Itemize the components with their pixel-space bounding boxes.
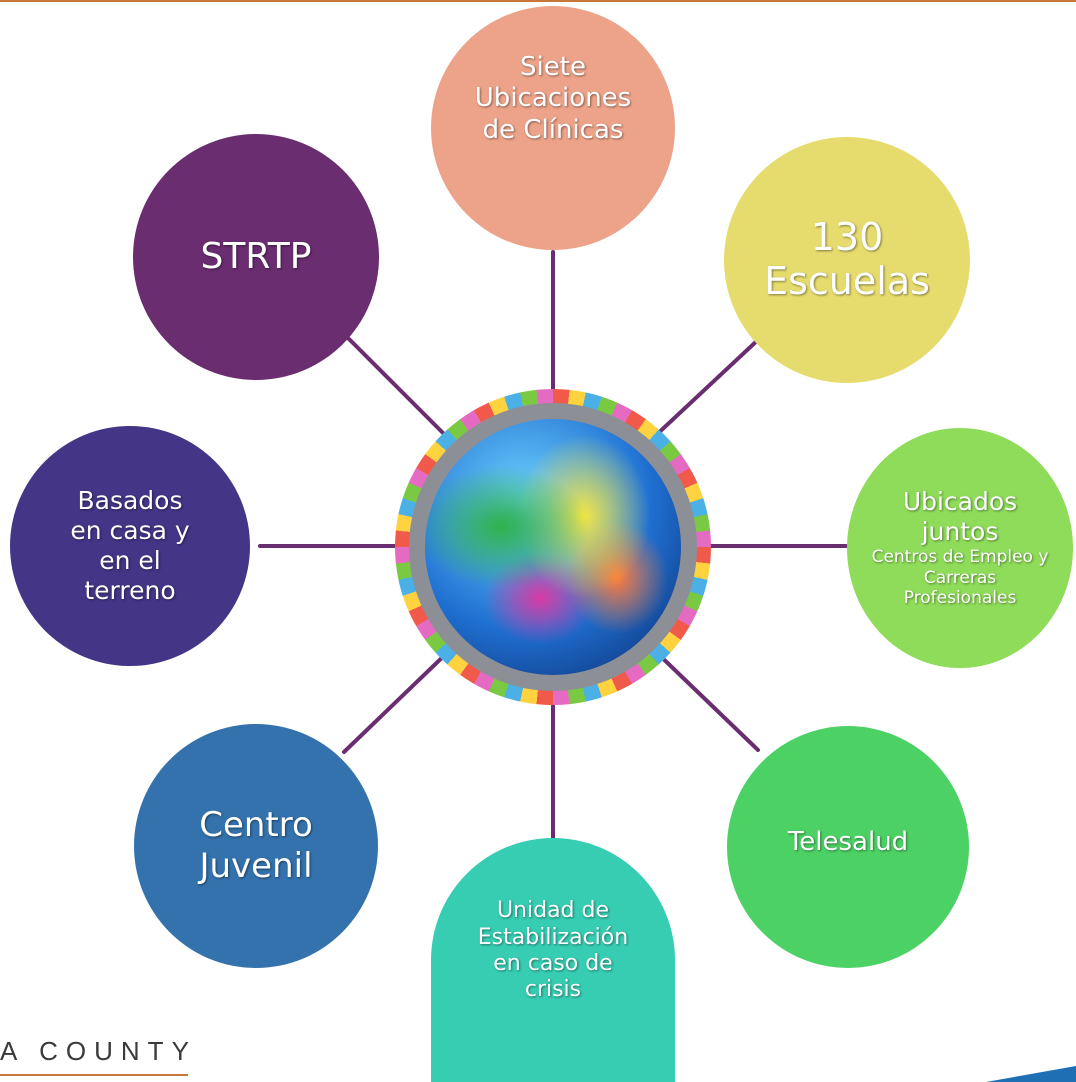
connector-escuelas <box>651 336 762 440</box>
county-logo-text: A COUNTY <box>0 1036 197 1066</box>
node-siete-label: Siete Ubicaciones de Clínicas <box>474 52 632 145</box>
node-escuelas-label: 130 Escuelas <box>764 215 930 303</box>
node-telesalud: Telesalud <box>727 726 969 968</box>
node-ubicados-sublabel: Centros de Empleo y Carreras Profesional… <box>871 547 1049 609</box>
top-accent-rule <box>0 0 1076 2</box>
node-basados-en-casa: Basados en casa y en el terreno <box>10 426 250 666</box>
node-basados-label: Basados en casa y en el terreno <box>70 486 190 605</box>
node-unidad-label: Unidad de Estabilización en caso de cris… <box>477 898 629 1003</box>
node-centro-label: Centro Juvenil <box>199 805 313 886</box>
connector-centro <box>342 648 452 754</box>
node-strtp-label: STRTP <box>200 236 312 278</box>
node-siete-ubicaciones: Siete Ubicaciones de Clínicas <box>431 6 675 250</box>
corner-swoosh-decoration <box>986 1066 1076 1082</box>
node-ubicados-label: Ubicados juntos <box>902 487 1018 547</box>
node-strtp: STRTP <box>133 134 379 380</box>
node-130-escuelas: 130 Escuelas <box>724 137 970 383</box>
node-ubicados-juntos: Ubicados juntos Centros de Empleo y Carr… <box>847 428 1073 668</box>
connector-strtp <box>344 334 457 447</box>
connector-telesalud <box>650 646 760 752</box>
logo-underline <box>0 1074 188 1076</box>
globe-earth <box>425 419 681 675</box>
node-telesalud-label: Telesalud <box>787 827 909 858</box>
node-centro-juvenil: Centro Juvenil <box>134 724 378 968</box>
node-unidad-estabilizacion: Unidad de Estabilización en caso de cris… <box>431 838 675 1082</box>
